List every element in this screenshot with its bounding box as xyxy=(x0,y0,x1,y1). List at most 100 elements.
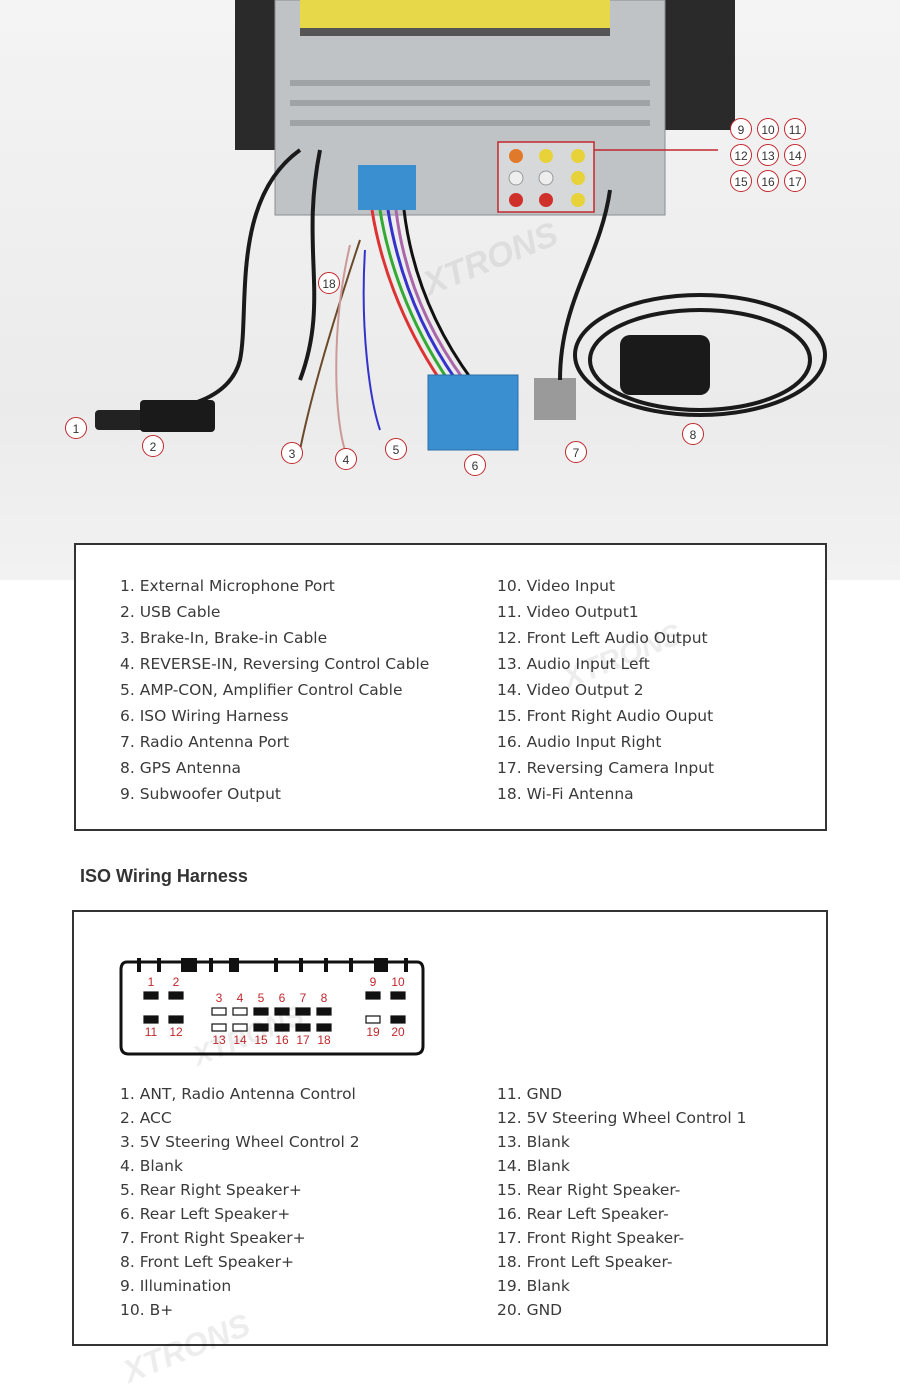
iso-pin-number: 6 xyxy=(279,991,286,1005)
callout-label: 11 xyxy=(788,123,802,137)
callout-2: 2 xyxy=(142,435,164,457)
iso-pin xyxy=(232,1023,248,1032)
iso-pin-number: 16 xyxy=(275,1033,289,1047)
callout-label: 18 xyxy=(322,277,336,291)
callout-label: 9 xyxy=(737,123,745,137)
iso-pin-item: 8. Front Left Speaker+ xyxy=(120,1253,294,1271)
iso-pin-number: 13 xyxy=(212,1033,226,1047)
callout-7: 7 xyxy=(565,441,587,463)
legend-left-column: 1. External Microphone Port 2. USB Cable… xyxy=(120,573,429,807)
legend-item: 6. ISO Wiring Harness xyxy=(120,707,289,725)
callout-4: 4 xyxy=(335,448,357,470)
callout-label: 12 xyxy=(734,149,748,163)
iso-pin xyxy=(295,1007,311,1016)
iso-pin-number: 9 xyxy=(370,975,377,989)
iso-pin-item: 19. Blank xyxy=(497,1277,570,1295)
iso-pin-number: 5 xyxy=(258,991,265,1005)
iso-pin xyxy=(390,1015,406,1024)
callout-1: 1 xyxy=(65,417,87,439)
iso-pin xyxy=(390,991,406,1000)
legend-item: 10. Video Input xyxy=(497,577,616,595)
legend-item: 4. REVERSE-IN, Reversing Control Cable xyxy=(120,655,430,673)
iso-pin-item: 13. Blank xyxy=(497,1133,570,1151)
callout-15: 15 xyxy=(730,170,752,192)
product-photo: 1 2 3 4 5 6 7 8 9 10 11 12 13 14 15 16 1… xyxy=(0,0,900,580)
iso-pin xyxy=(168,991,184,1000)
iso-pin xyxy=(274,1023,290,1032)
iso-pin-number: 12 xyxy=(169,1025,183,1039)
iso-pin xyxy=(295,1023,311,1032)
iso-left-column: 1. ANT, Radio Antenna Control 2. ACC 3. … xyxy=(120,1082,360,1322)
iso-pin-item: 5. Rear Right Speaker+ xyxy=(120,1181,302,1199)
iso-pin xyxy=(143,991,159,1000)
iso-pin xyxy=(211,1023,227,1032)
iso-pin-item: 10. B+ xyxy=(120,1301,174,1319)
iso-pin-item: 4. Blank xyxy=(120,1157,183,1175)
callout-16: 16 xyxy=(757,170,779,192)
iso-pin-item: 20. GND xyxy=(497,1301,563,1319)
callout-label: 1 xyxy=(72,422,80,436)
callout-12: 12 xyxy=(730,144,752,166)
callout-5: 5 xyxy=(385,438,407,460)
callout-label: 17 xyxy=(788,175,802,189)
iso-pin xyxy=(143,1015,159,1024)
callout-label: 15 xyxy=(734,175,748,189)
iso-pin xyxy=(365,991,381,1000)
iso-pin-item: 14. Blank xyxy=(497,1157,570,1175)
callout-17: 17 xyxy=(784,170,806,192)
iso-pin-number: 2 xyxy=(173,975,180,989)
legend-item: 16. Audio Input Right xyxy=(497,733,662,751)
iso-pin-number: 14 xyxy=(233,1033,247,1047)
iso-pin xyxy=(365,1015,381,1024)
iso-pin xyxy=(253,1007,269,1016)
legend-item: 2. USB Cable xyxy=(120,603,221,621)
iso-pin-number: 11 xyxy=(145,1025,158,1039)
legend-item: 11. Video Output1 xyxy=(497,603,639,621)
legend-item: 9. Subwoofer Output xyxy=(120,785,281,803)
iso-section-title: ISO Wiring Harness xyxy=(80,866,248,886)
connection-legend: 1. External Microphone Port 2. USB Cable… xyxy=(74,543,827,831)
iso-pin-number: 19 xyxy=(366,1025,380,1039)
legend-item: 18. Wi-Fi Antenna xyxy=(497,785,634,803)
iso-pin xyxy=(316,1023,332,1032)
callout-label: 6 xyxy=(471,459,479,473)
iso-pin xyxy=(232,1007,248,1016)
iso-pin-number: 15 xyxy=(254,1033,268,1047)
callout-label: 2 xyxy=(149,440,157,454)
iso-pin-item: 18. Front Left Speaker- xyxy=(497,1253,673,1271)
iso-pin-number: 20 xyxy=(391,1025,405,1039)
iso-pin xyxy=(274,1007,290,1016)
iso-pin xyxy=(168,1015,184,1024)
callout-label: 5 xyxy=(392,443,400,457)
callout-3: 3 xyxy=(281,442,303,464)
iso-right-column: 11. GND 12. 5V Steering Wheel Control 1 … xyxy=(497,1082,747,1322)
iso-pin-item: 2. ACC xyxy=(120,1109,172,1127)
iso-pin-number: 10 xyxy=(391,975,405,989)
iso-pin-number: 7 xyxy=(300,991,307,1005)
callout-9: 9 xyxy=(730,118,752,140)
legend-item: 14. Video Output 2 xyxy=(497,681,644,699)
callout-8: 8 xyxy=(682,423,704,445)
iso-pin xyxy=(253,1023,269,1032)
callout-18: 18 xyxy=(318,272,340,294)
iso-pin xyxy=(211,1007,227,1016)
callout-label: 16 xyxy=(761,175,775,189)
legend-item: 13. Audio Input Left xyxy=(497,655,650,673)
legend-item: 5. AMP-CON, Amplifier Control Cable xyxy=(120,681,403,699)
callout-label: 10 xyxy=(761,123,775,137)
iso-pin xyxy=(316,1007,332,1016)
callout-label: 7 xyxy=(572,446,580,460)
iso-pin-item: 9. Illumination xyxy=(120,1277,232,1295)
callout-label: 13 xyxy=(761,149,775,163)
legend-right-column: 10. Video Input 11. Video Output1 12. Fr… xyxy=(497,573,714,807)
iso-pin-item: 17. Front Right Speaker- xyxy=(497,1229,685,1247)
callout-11: 11 xyxy=(784,118,806,140)
head-unit-illustration xyxy=(95,0,827,451)
iso-pin-number: 1 xyxy=(148,975,155,989)
iso-pin-item: 12. 5V Steering Wheel Control 1 xyxy=(497,1109,747,1127)
legend-item: 12. Front Left Audio Output xyxy=(497,629,708,647)
callout-10: 10 xyxy=(757,118,779,140)
iso-pin-item: 1. ANT, Radio Antenna Control xyxy=(120,1085,356,1103)
